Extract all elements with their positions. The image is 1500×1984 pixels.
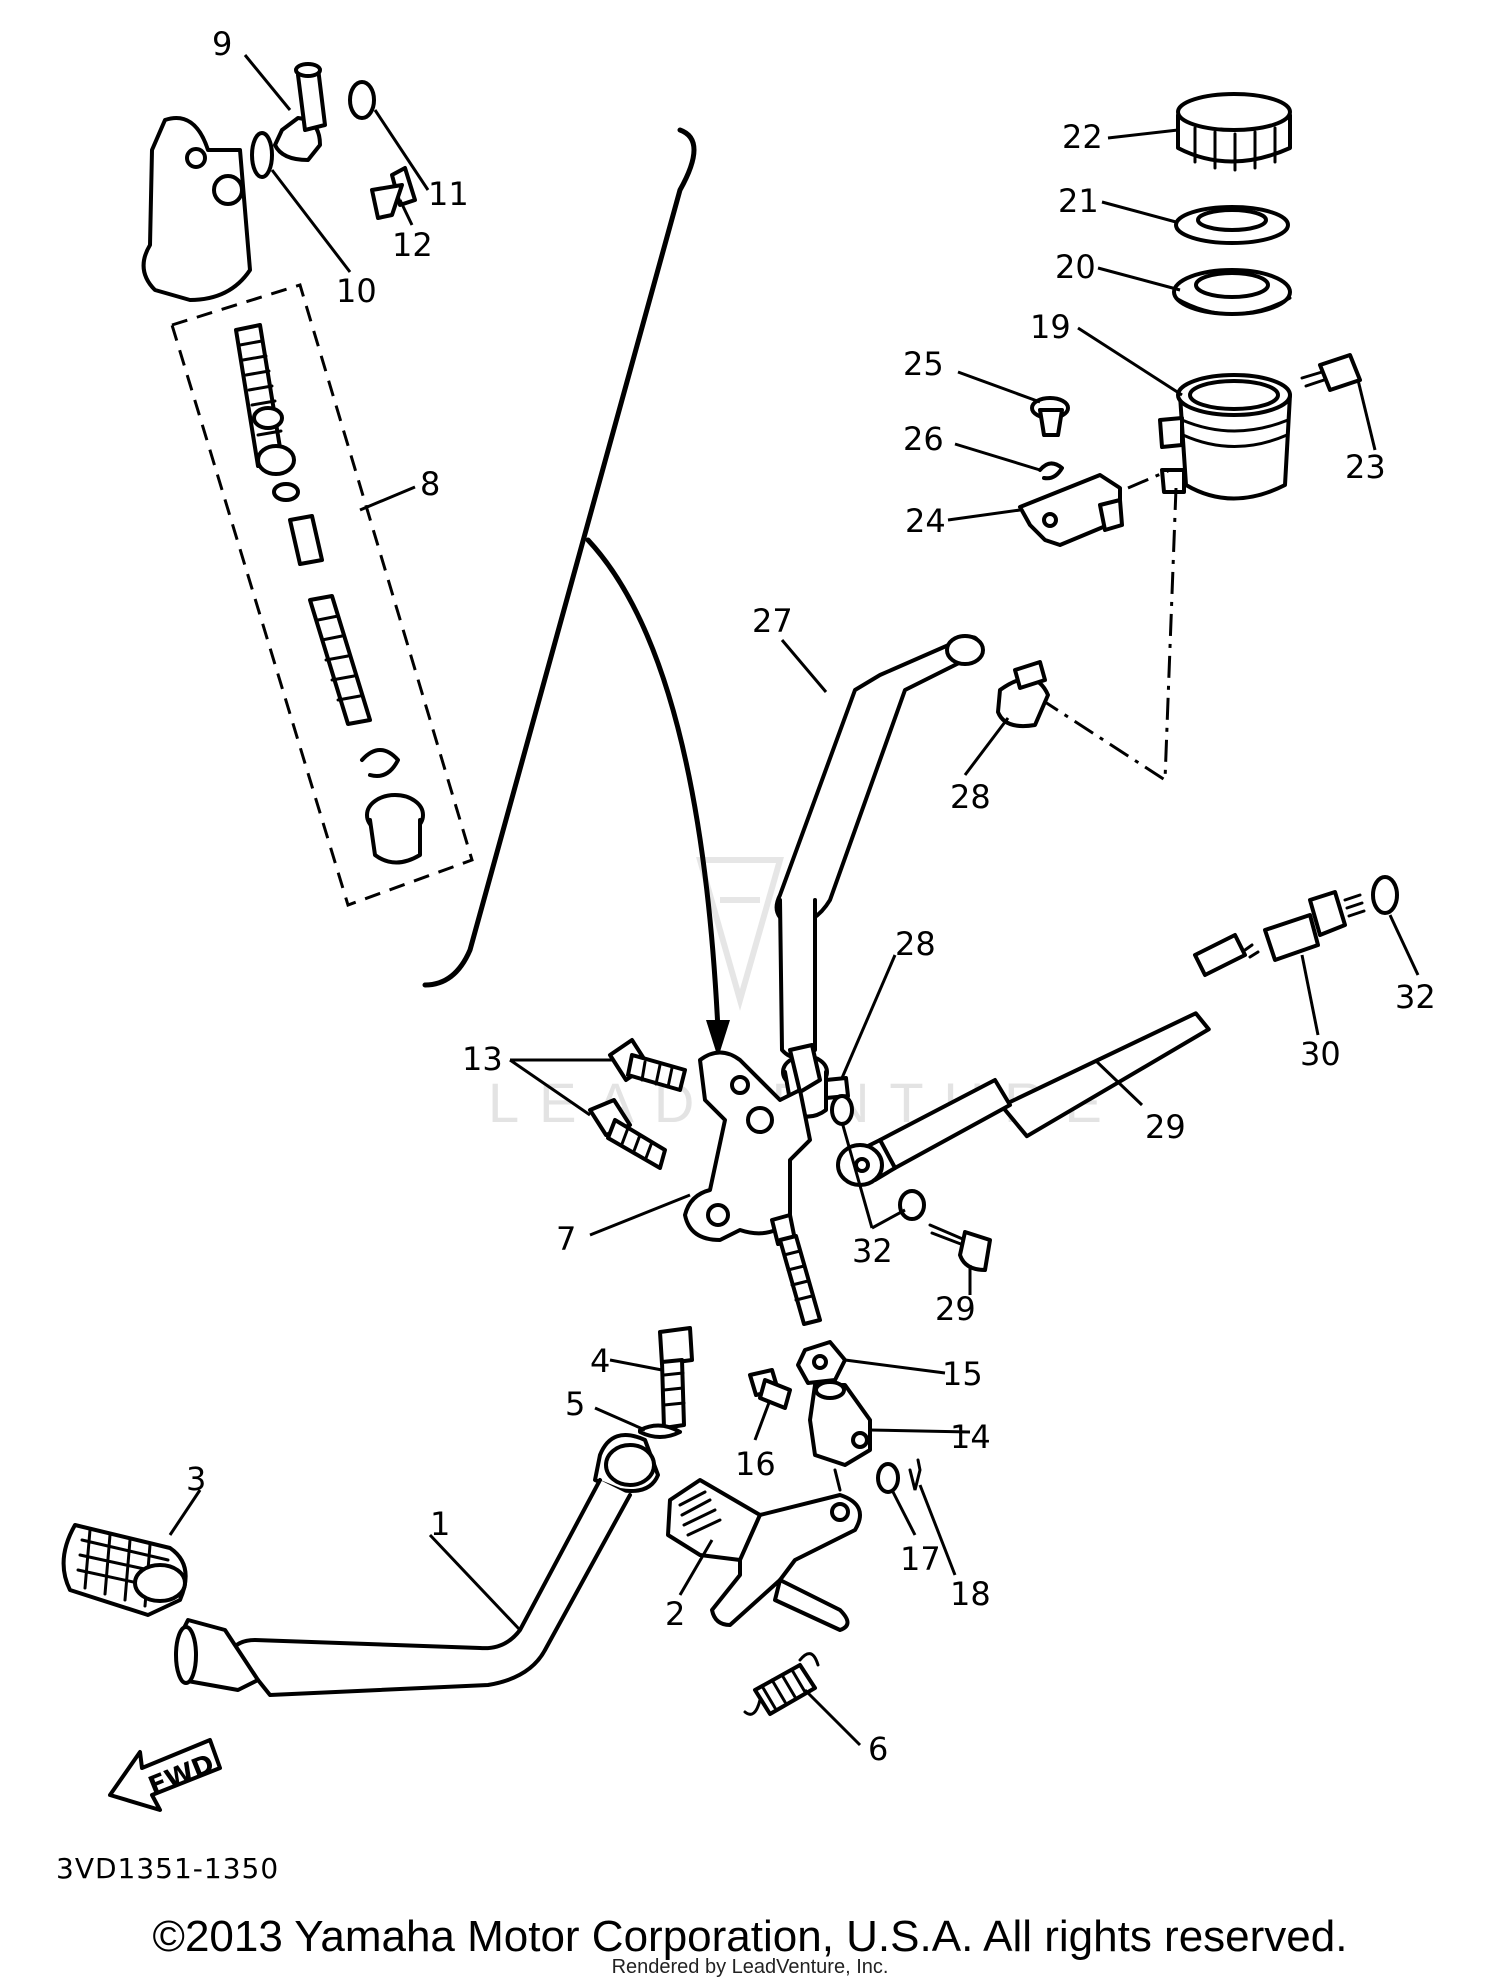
hose-fitting: [1263, 890, 1366, 962]
reservoir-cap: [1176, 92, 1292, 172]
exploded-view-bracket: [422, 127, 730, 1058]
callout-9: 9: [212, 25, 232, 63]
callout-5: 5: [565, 1385, 585, 1423]
washer-11: [348, 80, 376, 120]
piston-kit-parts: [234, 323, 425, 865]
callout-32-right: 32: [1395, 978, 1436, 1016]
callout-31: 30: [1300, 1035, 1341, 1073]
callout-24: 24: [905, 502, 946, 540]
callout-numbers: 9 11 12 10 8 22 21 20 19 23 25 26 24 27 …: [186, 25, 1436, 1768]
callout-30: 29: [935, 1290, 976, 1328]
brake-hose: [836, 933, 1260, 1187]
alignment-line-reservoir: [1041, 487, 1178, 783]
callout-12: 12: [392, 226, 433, 264]
callout-15: 15: [942, 1355, 983, 1393]
callout-11: 11: [428, 175, 469, 213]
hose-joint: [273, 62, 327, 162]
callout-7: 7: [556, 1220, 576, 1258]
fwd-arrow: FWD: [108, 1738, 222, 1812]
mounting-bolt-lower: [588, 1098, 667, 1170]
reservoir-bolt: [1300, 353, 1362, 392]
reservoir-tank: [1158, 373, 1292, 501]
washer-32-right: [1371, 875, 1399, 915]
callout-25: 25: [903, 345, 944, 383]
bracket-bolt: [1030, 396, 1070, 437]
callout-6: 6: [868, 1730, 888, 1768]
callout-20: 20: [1055, 248, 1096, 286]
reservoir-hose: [774, 634, 985, 1060]
callout-23: 23: [1345, 448, 1386, 486]
rendered-by-notice: Rendered by LeadVenture, Inc.: [611, 1956, 889, 1978]
callout-19: 19: [1030, 308, 1071, 346]
hose-clip-upper: [996, 660, 1050, 729]
callout-10: 10: [336, 272, 377, 310]
callout-8: 8: [420, 465, 440, 503]
lock-nut: [796, 1340, 847, 1385]
leader-lines: [168, 54, 1420, 1747]
union-bolt: [370, 166, 417, 220]
callout-2: 2: [665, 1595, 685, 1633]
callout-22: 22: [1062, 118, 1103, 156]
callout-28-lower: 28: [895, 925, 936, 963]
washer-32-left-a: [830, 1094, 854, 1126]
reservoir-bracket: [1018, 473, 1124, 547]
callout-21: 21: [1058, 182, 1099, 220]
callout-14: 14: [950, 1418, 991, 1456]
diagram-code: 3VD1351-1350: [56, 1852, 280, 1885]
hose-bolt: [928, 1223, 992, 1272]
callout-17: 17: [900, 1540, 941, 1578]
return-spring: [743, 1652, 820, 1716]
callout-18: 18: [950, 1575, 991, 1613]
washer-26: [1038, 461, 1064, 481]
master-cylinder-body-upper: [141, 116, 252, 302]
diaphragm: [1172, 268, 1292, 316]
brake-pedal: [174, 1433, 660, 1697]
callout-27: 27: [752, 602, 793, 640]
callout-4: 4: [590, 1342, 610, 1380]
cotter-pin: [908, 1458, 922, 1491]
callout-3: 3: [186, 1460, 206, 1498]
alignment-line-bracket: [1127, 468, 1171, 490]
watermark-logo: [696, 857, 784, 1011]
assembly-box-8: [170, 283, 474, 907]
callout-1: 1: [430, 1505, 450, 1543]
callout-28-upper: 28: [950, 778, 991, 816]
brake-shaft: [666, 1478, 862, 1632]
clevis: [808, 1380, 872, 1492]
master-cylinder: [683, 1043, 822, 1326]
pedal-rubber: [61, 1523, 188, 1617]
washer-5: [638, 1423, 682, 1439]
washer-32-left-b: [898, 1189, 926, 1221]
callout-16: 16: [735, 1445, 776, 1483]
copyright-notice: ©2013 Yamaha Motor Corporation, U.S.A. A…: [152, 1912, 1348, 1961]
washer-17: [876, 1462, 900, 1494]
callout-32-left: 32: [852, 1232, 893, 1270]
callout-29: 29: [1145, 1108, 1186, 1146]
pedal-bolt: [658, 1326, 694, 1430]
clevis-pin: [748, 1368, 792, 1410]
mounting-bolt-upper: [608, 1038, 687, 1092]
o-ring: [250, 131, 274, 179]
diaphragm-plate: [1174, 205, 1290, 245]
callout-13: 13: [462, 1040, 503, 1078]
callout-26: 26: [903, 420, 944, 458]
